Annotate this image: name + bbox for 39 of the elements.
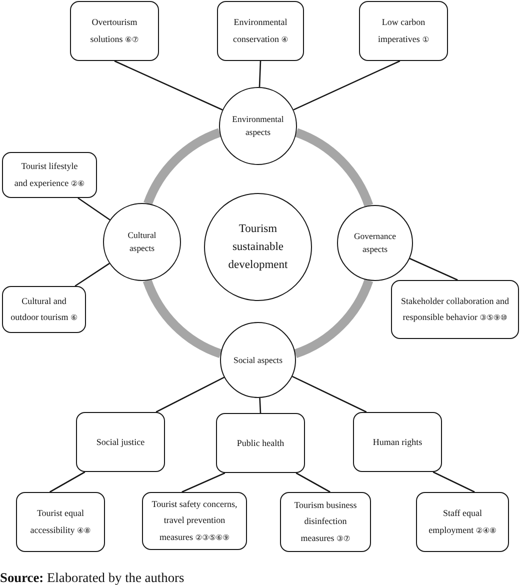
topic-box: [217, 1, 304, 61]
ring-segment: [294, 278, 373, 358]
aspect-label: Environmental aspects: [231, 113, 285, 139]
topic-box: [359, 1, 448, 61]
connector-line: [78, 197, 110, 220]
connector-line: [292, 376, 367, 413]
ring-segment: [294, 128, 373, 208]
topic-box: [216, 413, 305, 473]
aspect-label: Cultural aspects: [126, 229, 158, 255]
topic-label: Public health: [236, 436, 286, 450]
topic-box: [391, 280, 519, 339]
connector-line: [49, 471, 86, 493]
topic-box: [76, 412, 165, 472]
topic-label: Human rights: [372, 436, 424, 449]
connector-line: [432, 471, 475, 493]
topic-box: [2, 152, 97, 198]
topic-box: [353, 412, 442, 472]
topic-box: [142, 492, 247, 550]
aspect-label: Governance aspects: [353, 230, 397, 256]
connector-line: [182, 472, 226, 493]
topic-box: [16, 492, 105, 552]
topic-box: [280, 492, 371, 552]
connector-line: [259, 398, 262, 414]
connector-line: [114, 60, 223, 110]
topic-label: Social justice: [95, 436, 146, 449]
connector-line: [74, 262, 110, 287]
ring-segment: [143, 278, 222, 358]
connector-line: [293, 60, 400, 110]
connector-line: [156, 376, 224, 413]
connector-line: [409, 258, 458, 281]
aspect-label: Social aspects: [232, 354, 284, 366]
connector-line: [258, 60, 262, 88]
topic-box: [416, 492, 509, 552]
topic-box: [70, 1, 159, 61]
core-label: Tourism sustainable development: [227, 222, 289, 273]
connector-line: [296, 472, 330, 493]
ring-segment: [144, 128, 222, 206]
source-note: Source: Elaborated by the authors: [0, 570, 184, 585]
topic-box: [2, 286, 86, 333]
